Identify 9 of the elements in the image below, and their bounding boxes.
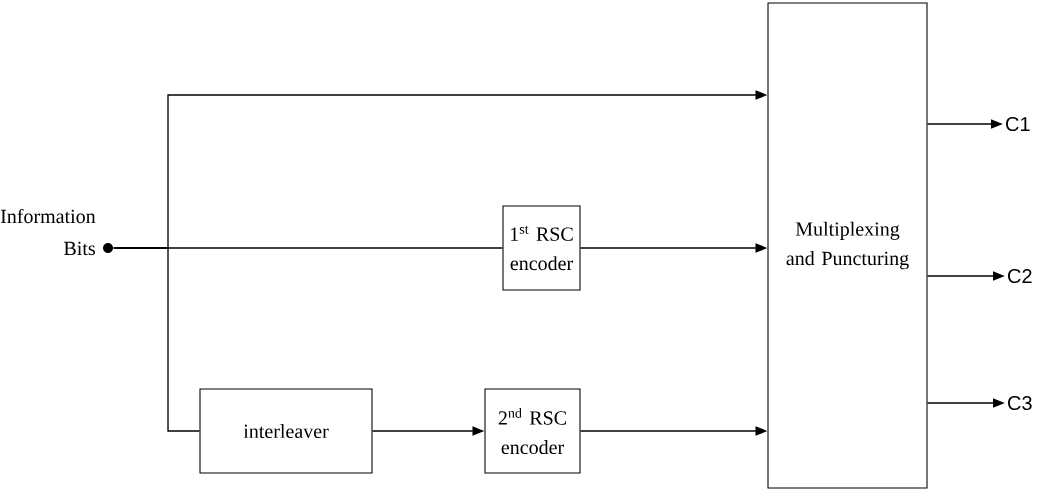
process-box: 2$^{nd}$ RSC encoder bbox=[484, 388, 581, 474]
output-label: C3 bbox=[1008, 395, 1032, 411]
connector-line bbox=[113, 247, 201, 432]
process-box: 1$^{st}$ RSC encoder bbox=[502, 205, 581, 291]
process-box: interleaver bbox=[199, 388, 373, 474]
output-label: C1 bbox=[1006, 116, 1030, 132]
node-caption: Information Bits bbox=[0, 208, 96, 256]
output-label: C2 bbox=[1008, 268, 1032, 284]
process-box: Multiplexing and Puncturing bbox=[767, 2, 928, 489]
